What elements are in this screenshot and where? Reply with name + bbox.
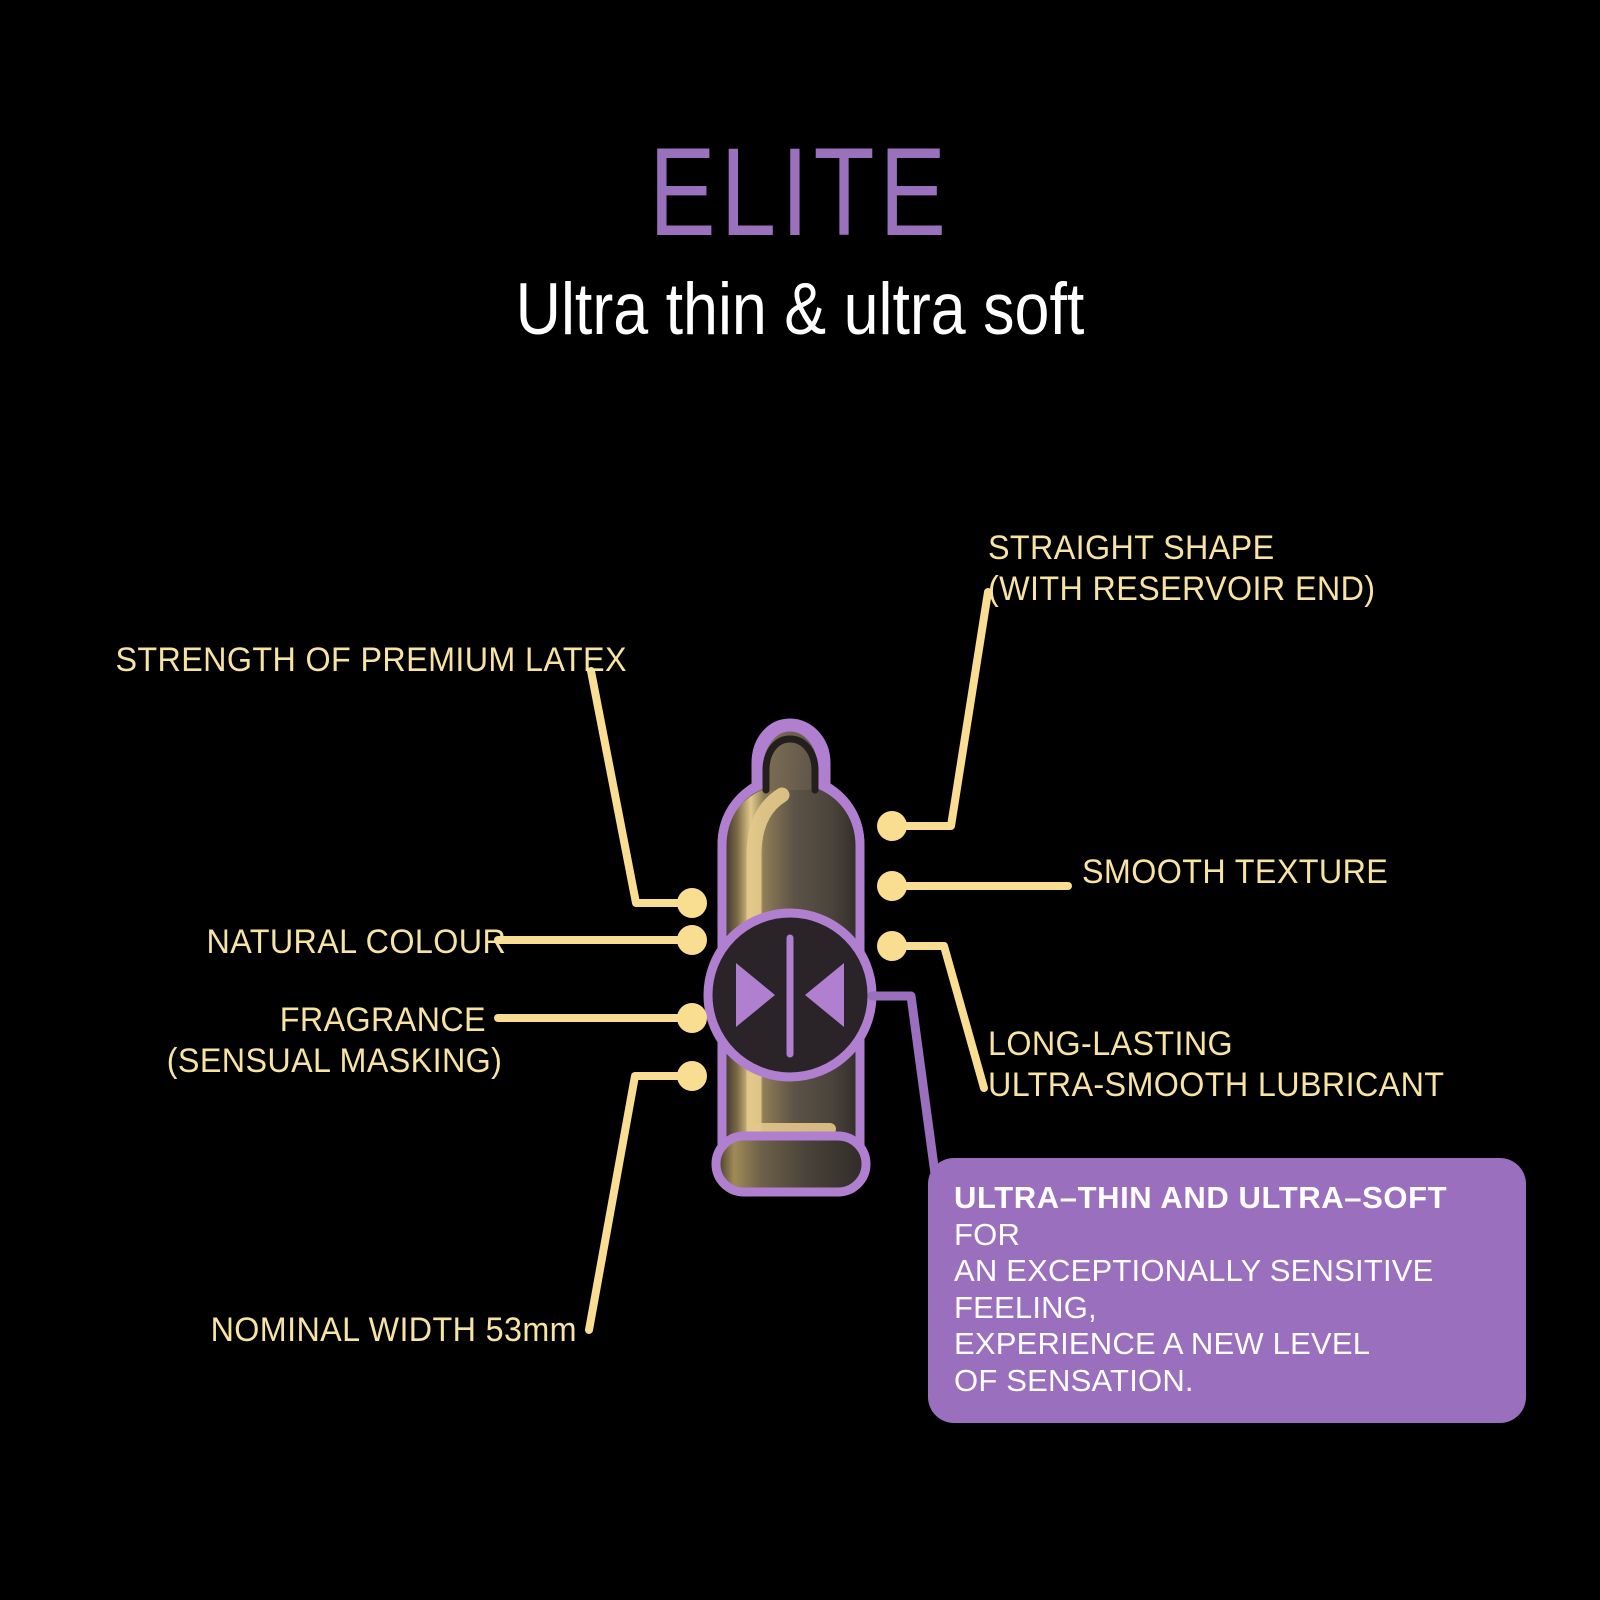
benefit-callout-lead: ULTRA–THIN AND ULTRA–SOFT <box>954 1180 1448 1215</box>
callout-connector-line <box>867 991 943 1201</box>
dot-smooth-texture <box>877 871 907 901</box>
header: ELITE Ultra thin & ultra soft <box>0 0 1600 346</box>
leader-nominal-width <box>585 1072 694 1334</box>
condom-base-rim <box>711 1131 871 1197</box>
condom-highlight <box>746 787 790 1138</box>
dot-natural-colour <box>677 925 707 955</box>
feature-label-straight-shape: STRAIGHT SHAPE (WITH RESERVOIR END) <box>988 529 1376 608</box>
feature-label-smooth-texture: SMOOTH TEXTURE <box>1082 853 1389 891</box>
dot-straight-shape <box>877 811 907 841</box>
page-tagline: Ultra thin & ultra soft <box>515 269 1085 350</box>
leader-lines-right <box>877 588 1072 1092</box>
dot-fragrance <box>677 1003 707 1033</box>
feature-label-long-lasting-lubricant: LONG-LASTING ULTRA-SMOOTH LUBRICANT <box>988 1025 1445 1104</box>
leader-long-lasting-lubricant <box>890 942 988 1092</box>
benefit-callout-text: ULTRA–THIN AND ULTRA–SOFT FOR AN EXCEPTI… <box>954 1180 1500 1399</box>
feature-label-fragrance: FRAGRANCE (SENSUAL MASKING) <box>166 1001 503 1080</box>
feature-label-strength-of-premium-latex: STRENGTH OF PREMIUM LATEX <box>115 641 627 679</box>
leader-lines-left <box>494 667 707 1334</box>
benefit-callout: ULTRA–THIN AND ULTRA–SOFT FOR AN EXCEPTI… <box>928 1158 1526 1424</box>
feature-label-nominal-width: NOMINAL WIDTH 53mm <box>210 1311 577 1349</box>
benefit-callout-body: FOR AN EXCEPTIONALLY SENSITIVE FEELING, … <box>954 1216 1434 1398</box>
page-title: ELITE <box>649 123 951 262</box>
badge-arrow-right-icon <box>805 963 844 1027</box>
condom-tip-shadow <box>762 735 819 794</box>
condom-shaft-outline <box>717 722 865 1155</box>
leader-straight-shape <box>890 588 992 830</box>
dot-nominal-width <box>677 1061 707 1091</box>
badge-arrow-left-icon <box>736 963 775 1027</box>
dot-strength-of-premium-latex <box>677 888 707 918</box>
condom-illustration <box>703 718 943 1201</box>
ultra-thin-badge <box>703 908 877 1082</box>
dot-long-lasting-lubricant <box>877 931 907 961</box>
feature-label-natural-colour: NATURAL COLOUR <box>206 923 507 961</box>
leader-strength-of-premium-latex <box>587 667 694 907</box>
